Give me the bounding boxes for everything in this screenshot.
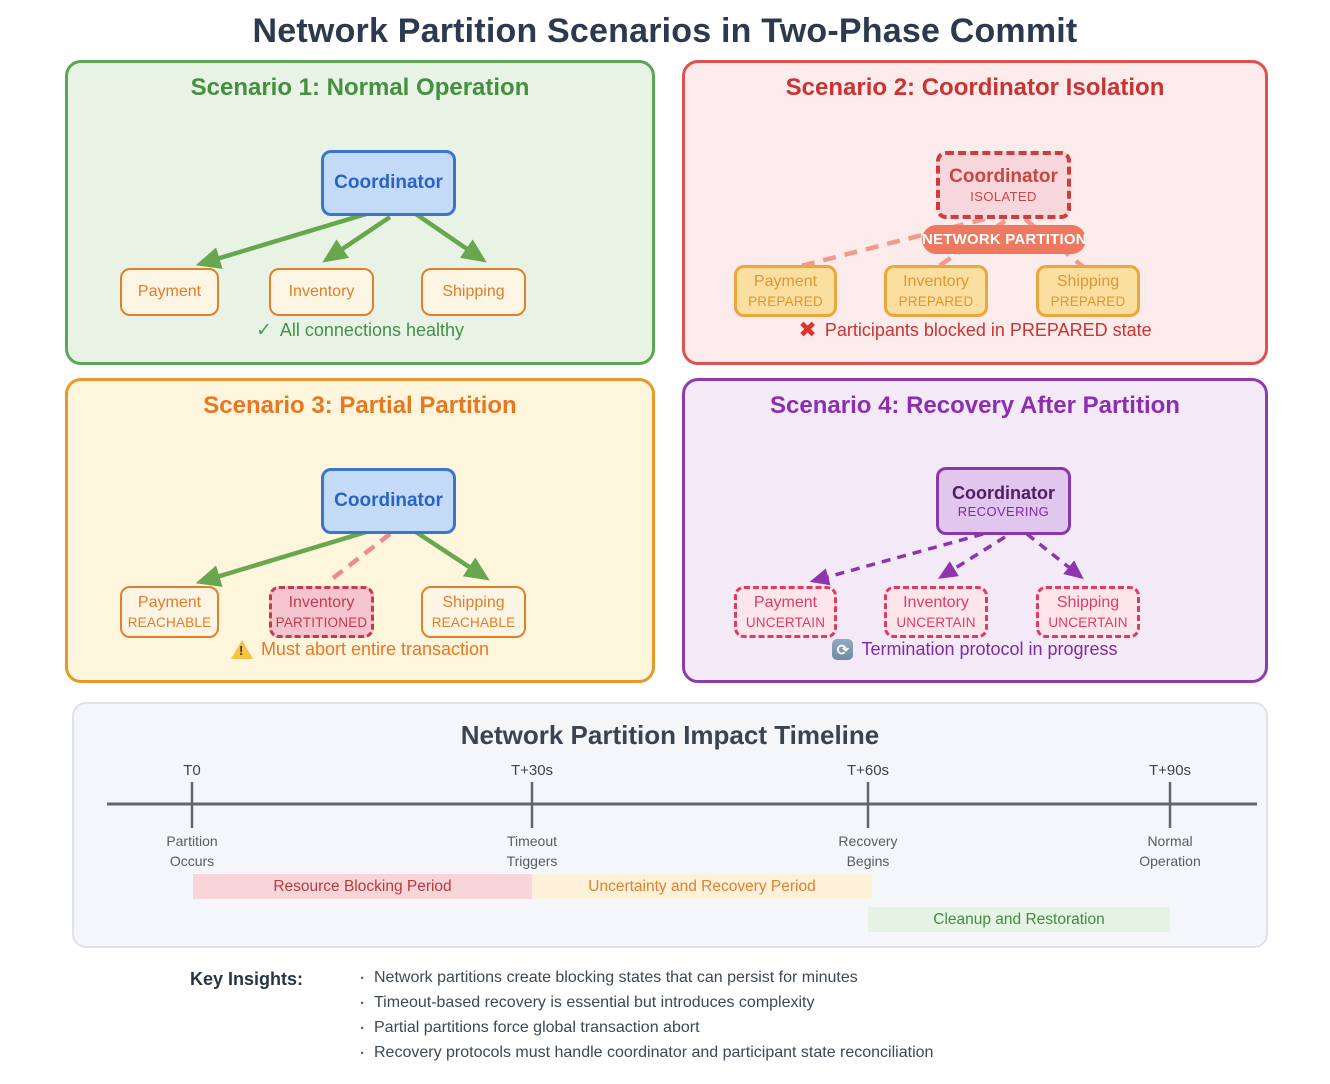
scenario-2-title: Scenario 2: Coordinator Isolation — [785, 74, 1165, 101]
participant-state: UNCERTAIN — [896, 614, 976, 630]
check-icon: ✓ — [255, 320, 272, 341]
timeline-panel: Network Partition Impact Timeline T0 T+3… — [72, 702, 1268, 948]
network-partition-banner: NETWORK PARTITION — [922, 225, 1087, 254]
coordinator-label: Coordinator — [952, 482, 1055, 503]
key-insights-label: Key Insights: — [190, 969, 304, 989]
participant-node-shipping: Shipping UNCERTAIN — [1036, 586, 1140, 638]
participant-node-inventory: Inventory — [269, 268, 374, 316]
coordinator-label: Coordinator — [949, 166, 1058, 187]
participant-node-shipping: Shipping — [421, 268, 526, 316]
participant-name: Payment — [137, 282, 202, 300]
status-line: ✓ All connections healthy — [68, 319, 652, 342]
insight-item: · Network partitions create blocking stat… — [360, 970, 933, 986]
insight-text: Network partitions create blocking state… — [374, 969, 858, 986]
tick-time-label: T+60s — [846, 762, 890, 779]
scenario-1-panel: Scenario 1: Normal Operation Coordinator… — [65, 60, 655, 365]
insight-item: · Recovery protocols must handle coordina… — [360, 1045, 933, 1061]
participant-name: Inventory — [903, 593, 969, 611]
participant-name: Payment — [137, 593, 202, 611]
participant-state: UNCERTAIN — [1048, 614, 1128, 630]
participant-node-payment: Payment UNCERTAIN — [734, 586, 837, 638]
bullet-icon: · — [360, 969, 365, 987]
bullet-icon: · — [360, 1044, 365, 1062]
coordinator-node: Coordinator — [321, 150, 456, 216]
tick-event-label: Recovery Begins — [838, 833, 898, 869]
scenario-3-panel: Scenario 3: Partial Partition Coordinato… — [65, 378, 655, 683]
participant-node-shipping: Shipping PREPARED — [1036, 265, 1140, 317]
insight-item: · Partial partitions force global transac… — [360, 1020, 933, 1036]
participant-name: Shipping — [1056, 593, 1120, 611]
tick-event-label: Timeout Triggers — [506, 833, 558, 869]
timeline-title: Network Partition Impact Timeline — [460, 720, 880, 750]
tick-time-label: T+30s — [510, 762, 554, 779]
tick-event-label: Partition Occurs — [166, 833, 218, 869]
insight-text: Timeout-based recovery is essential but … — [374, 994, 815, 1011]
participant-name: Inventory — [903, 272, 969, 290]
coordinator-node: Coordinator — [321, 468, 456, 534]
key-insights-list: · Network partitions create blocking stat… — [360, 970, 933, 1070]
x-icon: ✖ — [798, 317, 817, 342]
bullet-icon: · — [360, 994, 365, 1012]
participant-state: PREPARED — [898, 293, 974, 309]
coordinator-label: Coordinator — [334, 490, 443, 512]
participant-node-shipping: Shipping REACHABLE — [421, 586, 526, 638]
timeline-band-blocking: Resource Blocking Period — [193, 874, 532, 899]
tick-time-label: T+90s — [1148, 762, 1192, 779]
insight-text: Partial partitions force global transact… — [374, 1019, 700, 1036]
participant-name: Inventory — [288, 593, 355, 611]
participant-node-payment: Payment — [120, 268, 219, 316]
participant-state: UNCERTAIN — [745, 614, 826, 630]
status-line: ✖ Participants blocked in PREPARED state — [685, 319, 1265, 341]
coordinator-state: RECOVERING — [957, 504, 1050, 520]
participant-node-inventory: Inventory PREPARED — [884, 265, 988, 317]
participant-state: PREPARED — [748, 293, 823, 309]
participant-name: Shipping — [442, 593, 505, 611]
participant-state: PREPARED — [1050, 293, 1126, 309]
participant-node-inventory-partitioned: Inventory PARTITIONED — [269, 586, 374, 638]
participant-name: Shipping — [1056, 272, 1120, 290]
insight-item: · Timeout-based recovery is essential but… — [360, 995, 933, 1011]
participant-state: REACHABLE — [431, 614, 516, 630]
insight-text: Recovery protocols must handle coordinat… — [374, 1044, 934, 1061]
status-text: Must abort entire transaction — [260, 639, 490, 659]
tick-event-label: Normal Operation — [1139, 833, 1201, 869]
timeline-axis — [107, 782, 1257, 828]
coordinator-node-recovering: Coordinator RECOVERING — [936, 467, 1071, 535]
page-title: Network Partition Scenarios in Two-Phase… — [252, 12, 1078, 50]
timeline-band-cleanup: Cleanup and Restoration — [868, 907, 1170, 932]
coordinator-node-isolated: Coordinator ISOLATED — [936, 151, 1071, 219]
status-line: ⟳ Termination protocol in progress — [685, 639, 1265, 660]
refresh-icon: ⟳ — [832, 639, 854, 660]
scenario-4-panel: Scenario 4: Recovery After Partition Coo… — [682, 378, 1268, 683]
status-line: Must abort entire transaction — [68, 639, 652, 660]
participant-state: PARTITIONED — [275, 614, 368, 630]
scenario-2-panel: Scenario 2: Coordinator Isolation Coordi… — [682, 60, 1268, 365]
tick-time-label: T0 — [183, 762, 201, 779]
bullet-icon: · — [360, 1019, 365, 1037]
participant-node-payment: Payment PREPARED — [734, 265, 837, 317]
warning-icon — [230, 640, 253, 659]
participant-name: Payment — [753, 593, 818, 611]
participant-state: REACHABLE — [127, 614, 212, 630]
participant-name: Payment — [753, 272, 818, 290]
status-text: Participants blocked in PREPARED state — [824, 319, 1152, 340]
status-text: All connections healthy — [279, 320, 465, 340]
participant-node-inventory: Inventory UNCERTAIN — [884, 586, 988, 638]
status-text: Termination protocol in progress — [861, 639, 1118, 659]
participant-name: Inventory — [288, 282, 355, 300]
coordinator-state: ISOLATED — [970, 188, 1037, 204]
scenario-4-title: Scenario 4: Recovery After Partition — [770, 392, 1180, 419]
participant-name: Shipping — [442, 282, 505, 300]
scenario-3-title: Scenario 3: Partial Partition — [203, 392, 517, 419]
coordinator-label: Coordinator — [334, 172, 443, 194]
participant-node-payment: Payment REACHABLE — [120, 586, 219, 638]
scenario-1-title: Scenario 1: Normal Operation — [190, 74, 530, 101]
timeline-band-uncertainty: Uncertainty and Recovery Period — [532, 874, 872, 899]
